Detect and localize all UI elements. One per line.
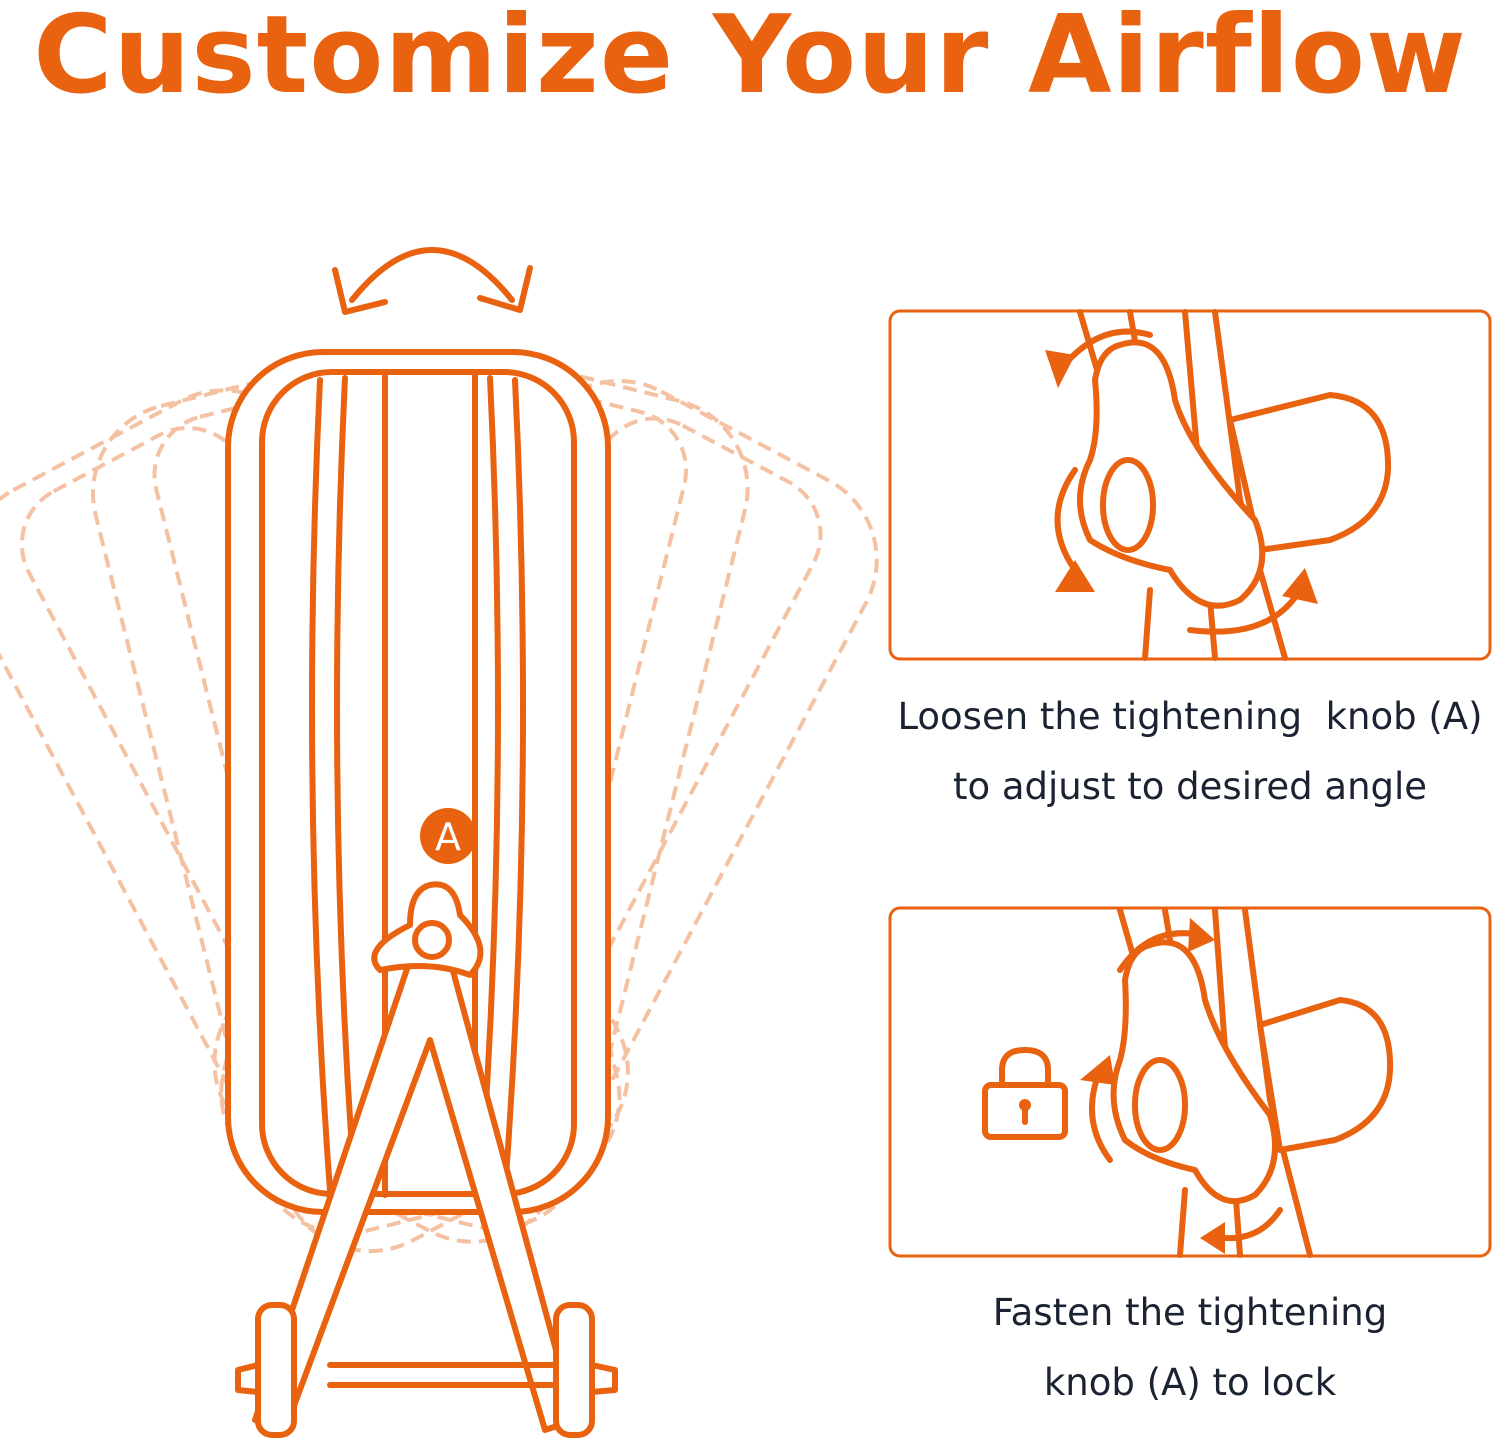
- right-wheel: [553, 1302, 595, 1438]
- step-1-line-1: Loosen the tightening knob (A): [897, 695, 1483, 738]
- fan-body: [225, 349, 611, 1215]
- step-1-caption: Loosen the tightening knob (A) to adjust…: [870, 682, 1500, 822]
- step-2-line-2: knob (A) to lock: [1043, 1361, 1337, 1404]
- tightening-knob: A: [371, 808, 484, 978]
- knob-label-badge: [420, 808, 476, 864]
- fan-stand: [235, 957, 618, 1438]
- step-1-panel: [888, 309, 1492, 661]
- knob-label: A: [435, 815, 461, 859]
- lock-icon: [982, 1047, 1068, 1140]
- swing-arrow-icon: [332, 247, 533, 315]
- page-title: Customize Your Airflow: [33, 0, 1467, 118]
- rotate-arrows-icon: [1045, 328, 1318, 635]
- step-2-panel: [888, 906, 1492, 1258]
- left-wheel: [255, 1302, 297, 1438]
- step-2-caption: Fasten the tightening knob (A) to lock: [870, 1278, 1500, 1418]
- step-2-line-1: Fasten the tightening: [992, 1291, 1388, 1334]
- step-1-line-2: to adjust to desired angle: [952, 765, 1428, 808]
